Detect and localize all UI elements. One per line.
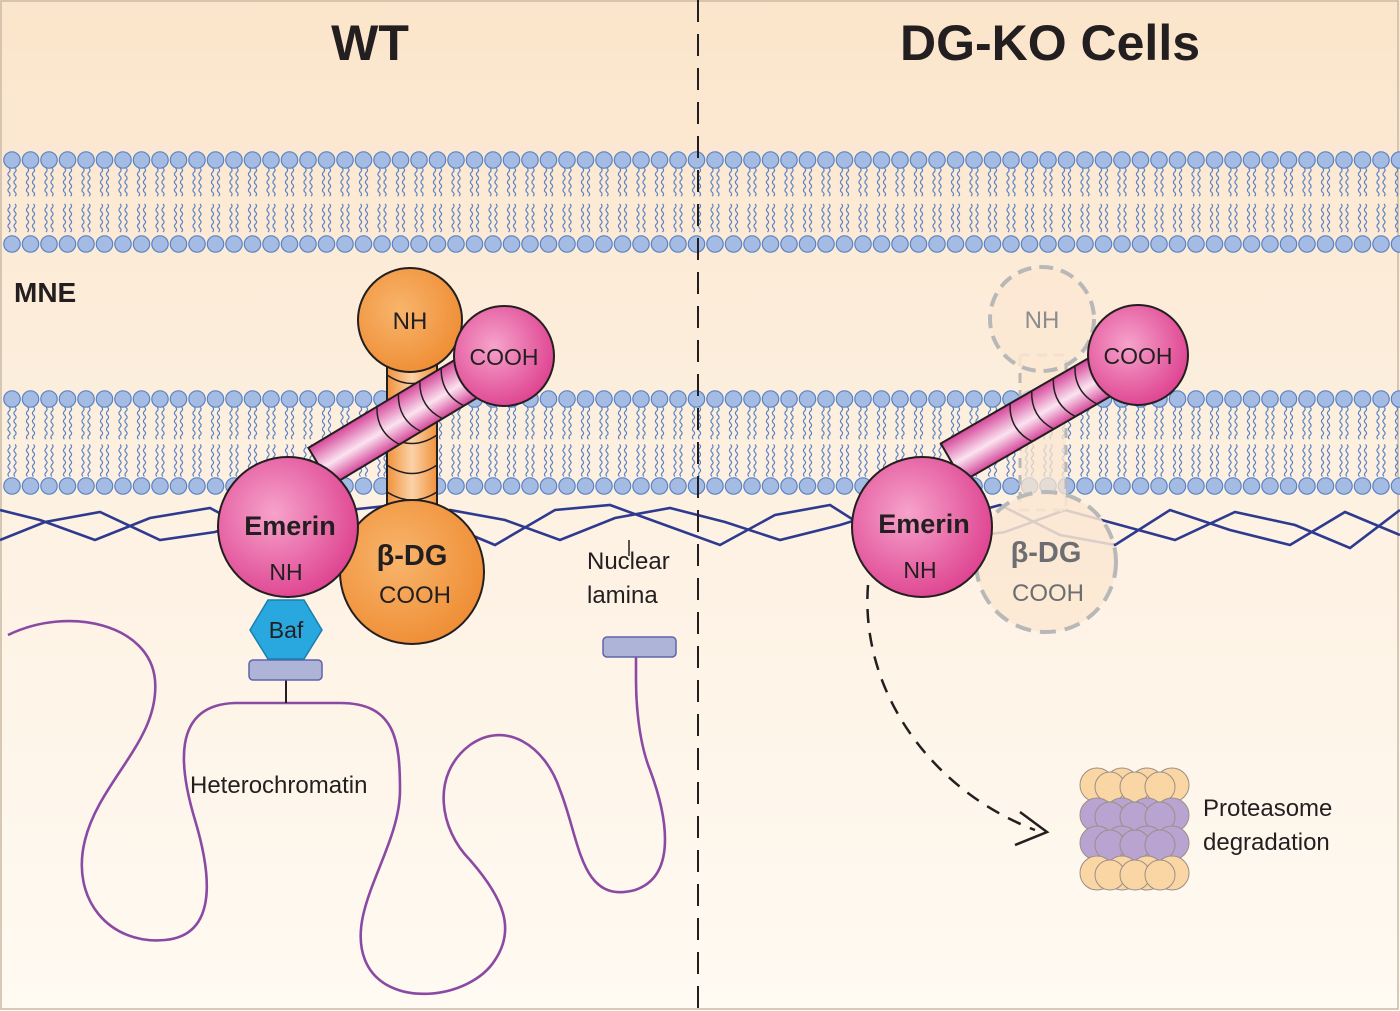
nuclear-lamina-label-1: Nuclear xyxy=(587,548,670,575)
wt-title: WT xyxy=(331,15,409,71)
ko-dg-cooh-label: COOH xyxy=(1012,580,1084,607)
proteasome-label-1: Proteasome xyxy=(1203,795,1332,822)
ko-emerin-nh-label: NH xyxy=(903,557,936,583)
wt-emerin-name: Emerin xyxy=(244,511,336,541)
outer-membrane-heads xyxy=(3,151,1400,253)
wt-emerin-nh-label: NH xyxy=(269,559,302,585)
outer-membrane-tails xyxy=(7,167,1399,233)
lamin-receptor-right xyxy=(602,636,677,658)
baf-label: Baf xyxy=(269,617,304,643)
ko-dg-nh-ghost xyxy=(988,265,1096,373)
wt-dg-nh-terminus xyxy=(357,267,463,373)
ko-title: DG-KO Cells xyxy=(900,15,1200,71)
proteasome-label-2: degradation xyxy=(1203,829,1330,856)
baf-hexagon xyxy=(249,599,323,660)
mne-label: MNE xyxy=(14,277,76,308)
ko-dg-cooh-ghost xyxy=(974,490,1118,634)
ko-emerin-cooh-terminus xyxy=(1087,304,1189,406)
degradation-arrow xyxy=(866,584,1036,832)
wt-complex: NH COOH β-DG COOH Emerin NH Baf xyxy=(217,267,555,660)
ko-complex: NH COOH β-DG COOH Emerin NH xyxy=(851,265,1189,634)
lamin-receptor-left xyxy=(248,659,323,681)
wt-emerin-nh-terminus xyxy=(217,456,359,598)
wt-emerin-cooh-label: COOH xyxy=(470,344,539,370)
ko-emerin-name: Emerin xyxy=(878,509,970,539)
ko-emerin-rod-stripes xyxy=(1009,365,1098,443)
wt-dg-nh-label: NH xyxy=(393,308,428,335)
wt-emerin-rod-stripes xyxy=(376,368,465,446)
proteasome-icon xyxy=(1079,767,1190,891)
ko-dg-nh-label: NH xyxy=(1025,307,1060,334)
degradation-arrowhead xyxy=(1014,810,1050,847)
outer-nuclear-membrane xyxy=(3,151,1400,253)
ko-emerin-nh-terminus xyxy=(851,456,993,598)
heterochromatin-label: Heterochromatin xyxy=(190,772,367,799)
nuclear-lamina-label-2: lamina xyxy=(587,582,658,609)
heterochromatin-fiber xyxy=(7,619,667,996)
ko-emerin-cooh-label: COOH xyxy=(1104,343,1173,369)
wt-dg-cooh-label: COOH xyxy=(379,582,451,609)
ko-dg-name: β-DG xyxy=(1011,537,1082,569)
wt-dg-name: β-DG xyxy=(377,540,448,572)
wt-dg-cooh-terminus xyxy=(339,499,485,645)
wt-emerin-cooh-terminus xyxy=(453,305,555,407)
